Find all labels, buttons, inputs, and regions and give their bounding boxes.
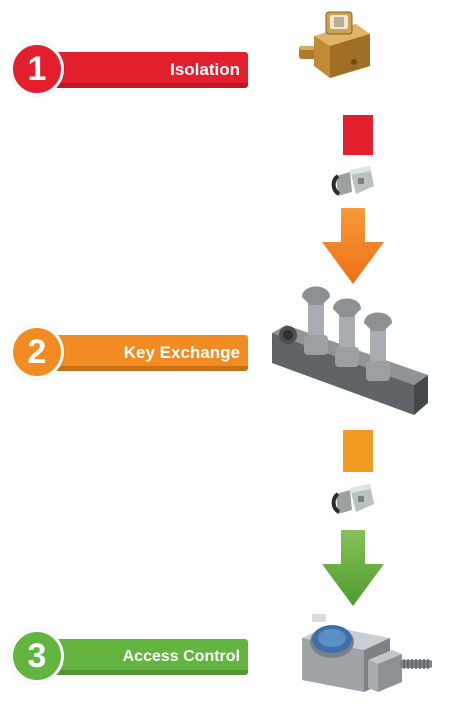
step-access-control-label: Access Control (122, 648, 240, 665)
step-isolation-number: 1 (10, 42, 64, 96)
flow-square-red (343, 115, 373, 155)
key-exchange-unit-icon (272, 286, 428, 415)
step-access-control-number: 3 (10, 629, 64, 683)
flow-arrow-green (322, 530, 384, 606)
step-access-control-bar: Access Control (50, 639, 248, 675)
step-isolation: Isolation 1 (10, 42, 250, 96)
key-icon (331, 166, 374, 196)
step-key-exchange-bar: Key Exchange (50, 335, 248, 371)
step-key-exchange: Key Exchange 2 (10, 325, 250, 379)
flow-arrow-orange (322, 208, 384, 284)
key-icon (331, 484, 374, 514)
flow-square-orange (343, 430, 373, 472)
step-key-exchange-number: 2 (10, 325, 64, 379)
step-isolation-label: Isolation (170, 60, 240, 79)
access-control-lock-icon (302, 614, 432, 692)
step-isolation-bar: Isolation (50, 52, 248, 88)
step-access-control: Access Control 3 (10, 629, 250, 683)
step-key-exchange-label: Key Exchange (123, 343, 240, 362)
isolation-lock-icon (299, 11, 370, 78)
